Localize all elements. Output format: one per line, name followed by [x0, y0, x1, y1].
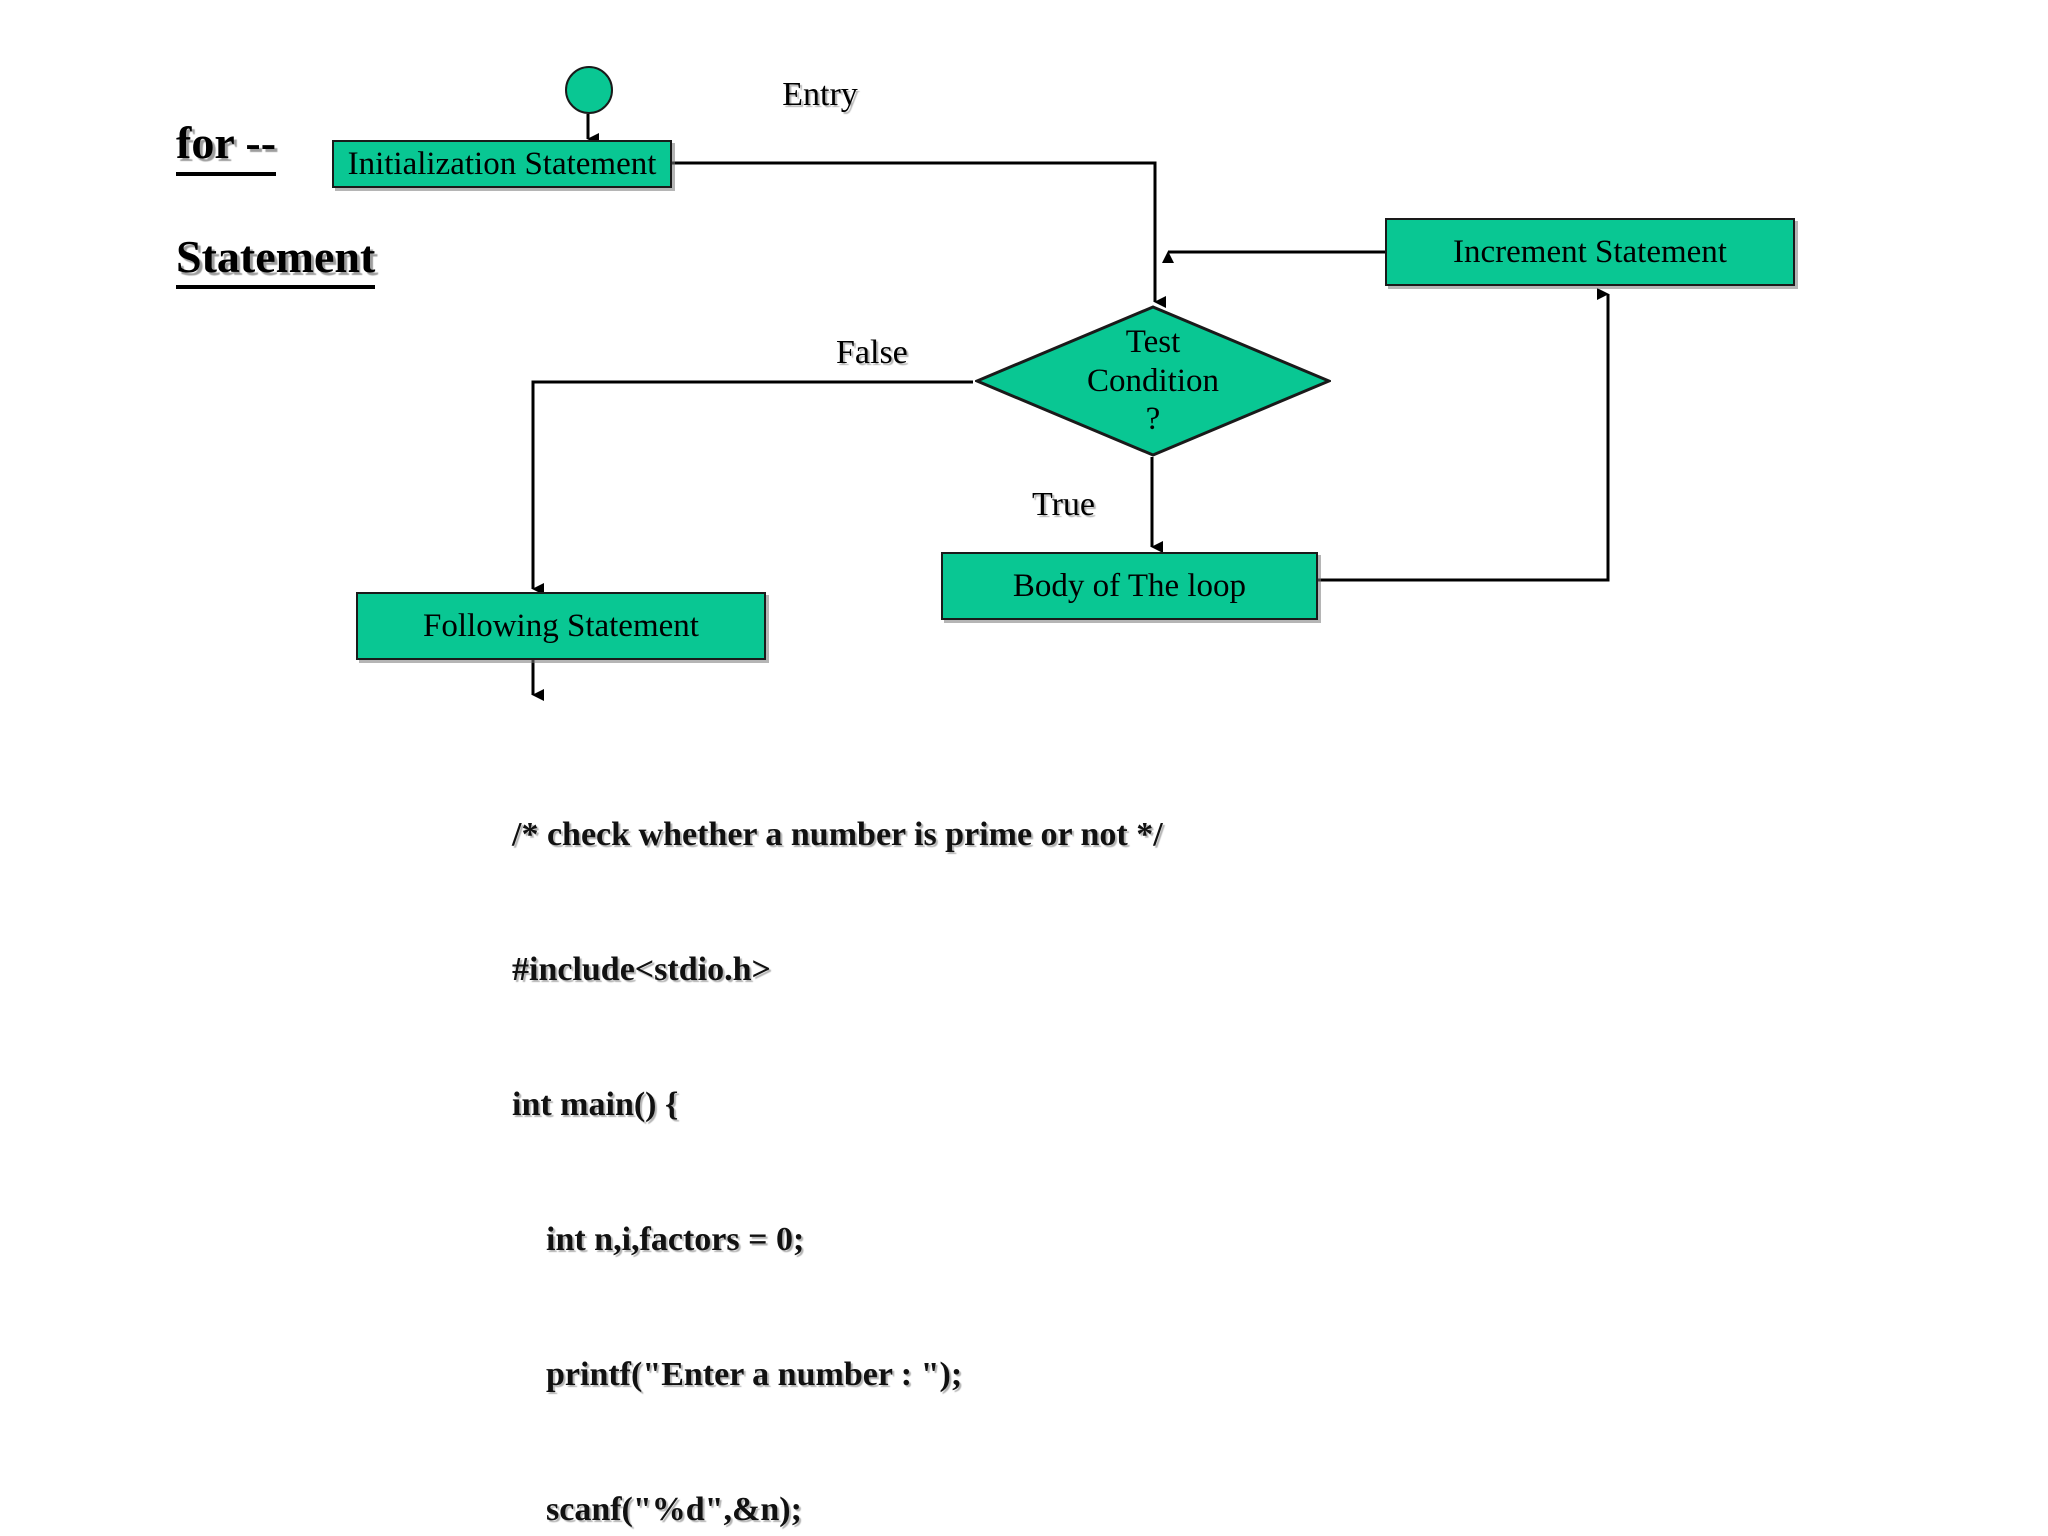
diamond-shape — [975, 305, 1331, 457]
code-line: int n,i,factors = 0; — [512, 1221, 805, 1258]
node-body-label: Body of The loop — [1012, 567, 1247, 604]
page-title-line-2: Statement — [176, 230, 456, 290]
edge-test-false-to-following — [531, 380, 973, 595]
edge-label-true: True — [1032, 486, 1095, 523]
node-initialization-label: Initialization Statement — [347, 145, 657, 182]
entry-label: Entry — [782, 76, 858, 113]
edge-initialization-to-test — [672, 161, 1166, 308]
page-title: for -- Statement — [176, 62, 456, 343]
node-initialization-statement[interactable]: Initialization Statement — [332, 140, 672, 188]
node-test-condition[interactable]: Test Condition ? — [975, 305, 1331, 457]
node-increment-label: Increment Statement — [1453, 233, 1727, 270]
entry-node[interactable] — [565, 66, 613, 114]
node-following-statement[interactable]: Following Statement — [356, 592, 766, 660]
node-body-of-loop[interactable]: Body of The loop — [941, 552, 1318, 620]
code-line: int main() { — [512, 1086, 679, 1123]
code-line: printf("Enter a number : "); — [512, 1356, 963, 1393]
edge-label-false: False — [836, 334, 908, 371]
code-line: /* check whether a number is prime or no… — [512, 816, 1163, 853]
code-line: #include<stdio.h> — [512, 951, 771, 988]
page-title-line-1: for -- — [176, 116, 456, 176]
code-line: scanf("%d",&n); — [512, 1491, 802, 1528]
node-following-label: Following Statement — [423, 607, 699, 644]
node-increment-statement[interactable]: Increment Statement — [1385, 218, 1795, 286]
code-listing: /* check whether a number is prime or no… — [512, 722, 1163, 1536]
edge-body-to-increment — [1318, 288, 1610, 582]
